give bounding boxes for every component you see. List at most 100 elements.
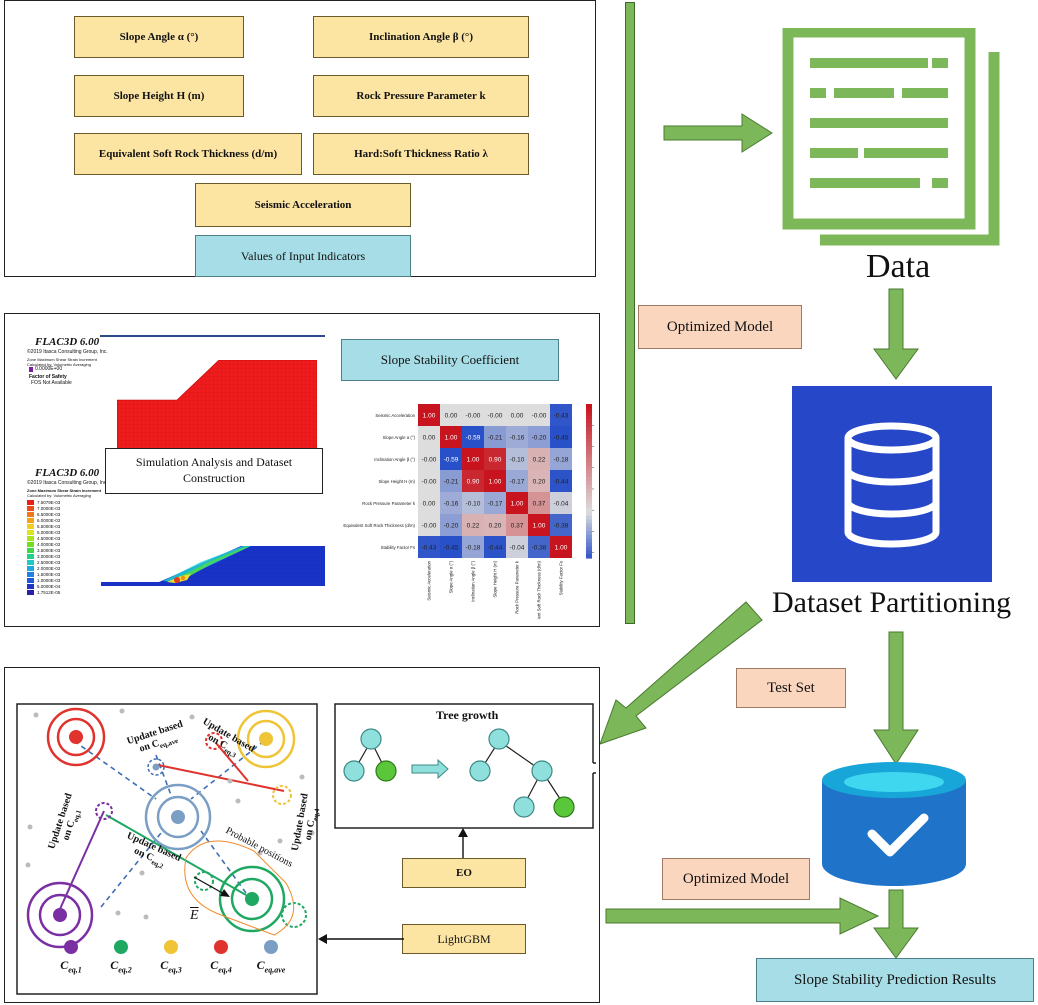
heatmap-cell-label: -0.21 — [488, 435, 503, 442]
arrow-inputs-to-data — [663, 113, 773, 153]
eo-legend-item: Ceq,ave — [246, 940, 296, 974]
eo-legend-item: Ceq,4 — [196, 940, 246, 974]
slope-stability-coefficient: Slope Stability Coefficient — [341, 339, 559, 381]
colorbar-segment — [586, 527, 592, 532]
flac-scale-swatch — [27, 577, 34, 583]
dataset-partitioning-label: Dataset Partitioning — [772, 586, 1012, 619]
flac-copyright-2: ©2019 Itasca Consulting Group, Inc. — [27, 480, 108, 486]
flac-scale-row: 7.5079E-03 — [27, 499, 107, 505]
heatmap-cell-label: 0.22 — [467, 523, 480, 530]
heatmap-cell-label: -0.04 — [510, 545, 525, 552]
colorbar-segment — [586, 554, 592, 559]
heatmap-cell-label: 1.00 — [555, 545, 568, 552]
heatmap-cell-label: -0.16 — [510, 435, 525, 442]
flac-title-2: FLAC3D 6.00 — [35, 467, 100, 479]
heatmap-cell-label: -0.04 — [554, 501, 569, 508]
heatmap-cell-label: -0.00 — [422, 457, 437, 464]
heatmap-cell-label: -0.00 — [422, 523, 437, 530]
heatmap-cell — [484, 514, 506, 536]
colorbar-segment — [586, 469, 592, 474]
flac-scale-label: 3.0000E-03 — [37, 553, 61, 559]
colorbar-segment — [586, 504, 592, 509]
heatmap-cell — [528, 426, 550, 448]
arrow-model-to-results — [605, 897, 880, 935]
heatmap-cell-label: 1.00 — [533, 523, 546, 530]
colorbar-segment — [586, 534, 592, 540]
flac-scale-row: 3.5000E-03 — [27, 547, 107, 553]
heatmap-cell-label: -0.17 — [510, 479, 525, 486]
test-set-label: Test Set — [736, 668, 846, 708]
heatmap-col-label: Rock Pressure Parameter k — [515, 560, 520, 614]
heatmap-cell — [550, 426, 572, 448]
vertical-divider — [625, 2, 635, 624]
colorbar-segment — [586, 550, 592, 555]
values-of-input-indicators: Values of Input Indicators — [195, 235, 411, 277]
eo-legend-label: Ceq,4 — [210, 958, 232, 974]
eo-vector-label: E — [190, 908, 199, 923]
heatmap-cell — [528, 514, 550, 536]
heatmap-cell — [418, 470, 440, 492]
heatmap-cell — [440, 426, 462, 448]
heatmap-cell-label: 0.90 — [489, 457, 502, 464]
flac-scale-row: 6.0000E-03 — [27, 517, 107, 523]
flac-scale-label: 3.5000E-03 — [37, 547, 61, 553]
flac-scale-swatch — [27, 565, 34, 571]
arrow-test-to-results — [873, 889, 919, 959]
eo-legend-label: Ceq,3 — [160, 958, 182, 974]
heatmap-cell-label: -0.44 — [488, 545, 503, 552]
colorbar-segment — [586, 404, 592, 409]
heatmap-cell-label: 0.90 — [467, 479, 480, 486]
colorbar-segment — [586, 411, 592, 417]
colorbar-segment — [586, 496, 592, 501]
flac-scale-swatch — [27, 571, 34, 577]
input-slope-angle: Slope Angle α (°) — [74, 16, 244, 58]
colorbar-segment — [586, 546, 592, 551]
flac-scale-row: 5.5000E-03 — [27, 523, 107, 529]
eo-legend-dot — [264, 940, 278, 954]
eo-legend-label: Ceq,ave — [257, 958, 286, 974]
heatmap-col-label: Seismic Acceleration — [427, 560, 432, 600]
arrow-eo-to-tree — [458, 828, 468, 858]
heatmap-cell-label: -0.00 — [488, 413, 503, 420]
heatmap-cell-label: -0.59 — [444, 457, 459, 464]
heatmap-cell-label: 1.00 — [489, 479, 502, 486]
heatmap-cell — [440, 536, 462, 558]
heatmap-row-label: Equivalent Soft Rock Thickness (d/m) — [343, 523, 415, 528]
eo-legend-dot — [164, 940, 178, 954]
flac-scale-row: 3.0000E-03 — [27, 553, 107, 559]
colorbar-segment — [586, 538, 592, 544]
flac-legend-1a: Zone Maximum Shear Strain Increment — [27, 357, 97, 362]
colorbar-segment — [586, 481, 592, 486]
flac-scale-label: 6.0000E-03 — [37, 517, 61, 523]
heatmap-cell-label: -0.17 — [488, 501, 503, 508]
heatmap-cell — [462, 404, 484, 426]
colorbar-segment — [586, 457, 592, 463]
heatmap-cell-label: 0.00 — [445, 413, 458, 420]
heatmap-cell — [484, 448, 506, 470]
flac-top-line — [100, 335, 325, 337]
flac-scale-swatch — [27, 541, 34, 547]
flac-scale-row: 1.0000E-03 — [27, 577, 107, 583]
flac-scale-row: 4.5000E-03 — [27, 535, 107, 541]
colorbar-segment — [586, 515, 592, 521]
heatmap-cell-label: -0.10 — [466, 501, 481, 508]
simulation-panel: FLAC3D 6.00 ©2019 Itasca Consulting Grou… — [4, 313, 600, 627]
eo-legend-sub: eq,4 — [218, 965, 232, 975]
heatmap-col-label: Inclination Angle β (°) — [471, 560, 476, 601]
colorbar-segment — [586, 531, 592, 536]
flac-scale-label: 7.0000E-03 — [37, 505, 61, 511]
lightgbm-box: LightGBM — [402, 924, 526, 954]
input-inclination-angle: Inclination Angle β (°) — [313, 16, 529, 58]
heatmap-cell — [550, 470, 572, 492]
eo-legend-c: C — [60, 958, 69, 972]
colorbar-segment — [586, 511, 592, 517]
colorbar-segment — [586, 542, 592, 548]
flac-scale-label: 4.0000E-03 — [37, 541, 61, 547]
heatmap-col-label: Stability Factor Fs — [559, 561, 564, 595]
eo-legend-label: Ceq,1 — [60, 958, 82, 974]
eo-legend-c: C — [110, 958, 119, 972]
heatmap-cell-label: -0.44 — [554, 479, 569, 486]
heatmap-cell — [484, 536, 506, 558]
eo-legend-dot — [214, 940, 228, 954]
eo-legend-item: Ceq,3 — [146, 940, 196, 974]
